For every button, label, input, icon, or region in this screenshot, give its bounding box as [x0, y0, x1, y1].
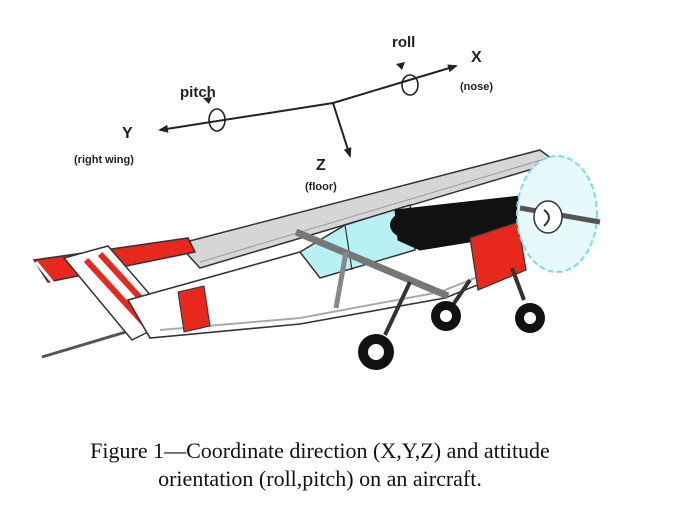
roll-rotation-icon: [396, 62, 419, 96]
y-axis-label: Y: [122, 125, 133, 142]
pitch-label: pitch: [180, 84, 216, 101]
caption-line-1: Figure 1—Coordinate direction (X,Y,Z) an…: [90, 438, 550, 463]
x-axis-arrow: [332, 64, 458, 104]
main-wheel-left: [358, 334, 394, 370]
wing-strut-front: [294, 228, 450, 300]
figure-caption: Figure 1—Coordinate direction (X,Y,Z) an…: [0, 437, 640, 493]
y-axis-sublabel: (right wing): [74, 154, 134, 166]
z-axis-arrow: [332, 102, 352, 158]
y-axis-arrow: [158, 102, 334, 133]
axis-triad: X (nose) Y (right wing) Z (floor) roll p…: [74, 34, 493, 193]
main-wheel-right: [431, 301, 461, 331]
x-axis-label: X: [471, 49, 482, 66]
roll-label: roll: [392, 34, 415, 51]
x-axis-sublabel: (nose): [460, 81, 493, 93]
propeller: [516, 155, 601, 273]
wing-strut-rear: [333, 251, 349, 309]
aircraft-illustration: [32, 149, 601, 370]
caption-line-2: orientation (roll,pitch) on an aircraft.: [158, 466, 482, 491]
nose-wheel: [515, 303, 545, 333]
pitch-rotation-icon: [203, 97, 226, 132]
fuselage-red-band: [177, 285, 211, 333]
z-axis-sublabel: (floor): [305, 181, 337, 193]
z-axis-label: Z: [316, 157, 326, 174]
